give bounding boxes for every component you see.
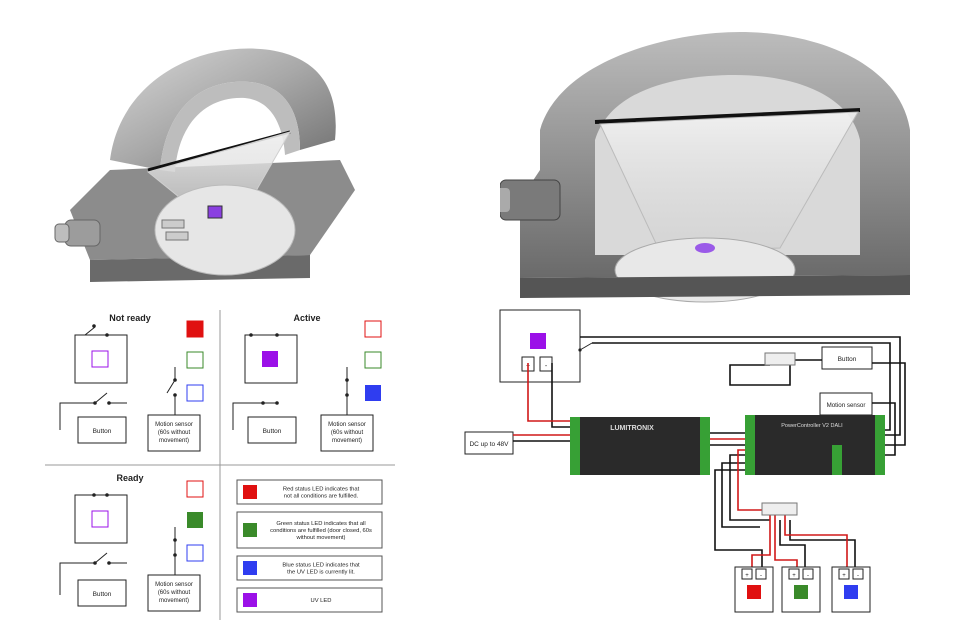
legend-item: UV LED <box>236 587 383 613</box>
svg-text:movement): movement) <box>159 438 189 444</box>
status-blue-off <box>186 384 204 402</box>
title-active: Active <box>293 313 320 323</box>
svg-text:Button: Button <box>263 428 282 435</box>
status-green-off <box>186 351 204 369</box>
legend-text: Green status LED indicates that all <box>276 521 365 527</box>
driver-brand: LUMITRONIX <box>610 425 654 432</box>
legend-swatch <box>243 561 257 575</box>
svg-text:Motion sensor: Motion sensor <box>827 402 866 409</box>
legend-swatch <box>243 485 257 499</box>
legend-text: Blue status LED indicates that <box>282 562 360 568</box>
status-red-on <box>186 320 204 338</box>
svg-text:(60s without: (60s without <box>158 590 191 596</box>
title-not-ready: Not ready <box>109 313 151 323</box>
svg-text:Button: Button <box>838 356 857 363</box>
led-driver <box>570 417 710 475</box>
status-led-red-box: + - <box>734 566 774 613</box>
uv-led-on <box>262 351 278 367</box>
power-controller <box>745 415 885 475</box>
legend-text: Red status LED indicates that <box>283 486 360 492</box>
uv-led-off <box>91 350 109 368</box>
svg-text:Motion sensor: Motion sensor <box>328 422 366 428</box>
legend-swatch <box>243 523 257 537</box>
render-left <box>50 20 370 300</box>
svg-text:Motion sensor: Motion sensor <box>155 422 193 428</box>
controller-name: PowerController V2 DALI <box>781 423 843 429</box>
legend-item: Red status LED indicates that not all con… <box>236 479 383 505</box>
legend-text: the UV LED is currently lit. <box>287 570 355 576</box>
legend-item: Blue status LED indicates that the UV LED… <box>236 555 383 581</box>
status-led-green-box: + - <box>781 566 821 613</box>
svg-text:-: - <box>857 573 859 579</box>
svg-text:movement): movement) <box>332 438 362 444</box>
svg-text:-: - <box>760 573 762 579</box>
svg-text:Motion sensor: Motion sensor <box>155 582 193 588</box>
legend-text: without movement) <box>296 535 346 541</box>
svg-text:(60s without: (60s without <box>331 430 364 436</box>
legend-item: Green status LED indicates that allcondi… <box>236 511 383 549</box>
svg-text:movement): movement) <box>159 598 189 604</box>
state-diagram: Not ready Button Motion sensor (60s with… <box>45 305 405 625</box>
svg-text:+: + <box>792 573 796 579</box>
svg-text:+: + <box>745 573 749 579</box>
status-led-blue-box: + - <box>831 566 871 613</box>
svg-text:-: - <box>807 573 809 579</box>
button-box <box>821 346 873 370</box>
title-ready: Ready <box>116 473 143 483</box>
legend: Red status LED indicates that not all con… <box>236 479 383 613</box>
svg-text:+: + <box>842 573 846 579</box>
legend-text: UV LED <box>311 598 332 604</box>
svg-text:Button: Button <box>93 591 112 598</box>
legend-text: not all conditions are fulfilled. <box>284 494 359 500</box>
svg-text:(60s without: (60s without <box>158 430 191 436</box>
wiring-diagram: + - DC up to 48V Button Motion sensor LU… <box>460 305 910 625</box>
legend-text: conditions are fulfilled (door closed, 6… <box>270 528 372 534</box>
dc-supply-box <box>464 431 514 455</box>
render-right <box>500 20 920 305</box>
uv-led <box>530 333 546 349</box>
svg-text:-: - <box>545 363 548 370</box>
dc-supply-label: DC up to 48V <box>469 441 509 448</box>
button-label: Button <box>93 428 112 435</box>
legend-swatch <box>243 593 257 607</box>
